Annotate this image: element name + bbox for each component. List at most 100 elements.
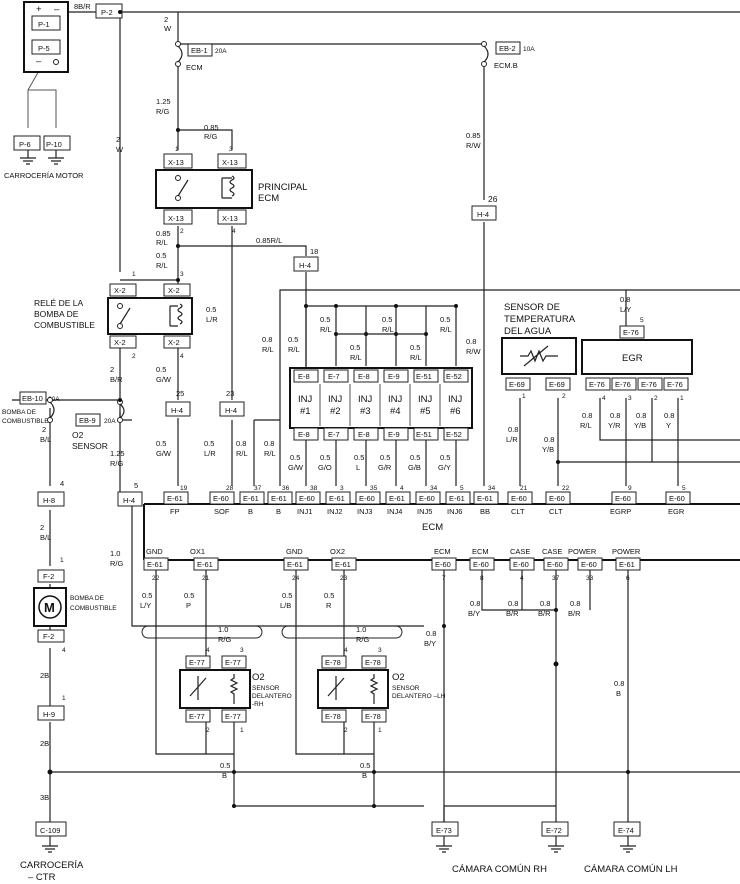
x2-pin4: 4 <box>180 353 184 360</box>
eb1-amp: 20A <box>215 48 227 55</box>
wire-085rl-gauge: 0.85 <box>156 229 171 238</box>
h4-pin18: 18 <box>310 247 318 256</box>
e69-pin1: 1 <box>522 393 526 400</box>
inj5-out-color: G/B <box>408 463 421 472</box>
ecm-unit: ECM 19 E-61 FP 28 E-60 SOF 37 E-61 B 36 … <box>143 485 740 582</box>
inj2-top-conn: E-7 <box>328 372 340 381</box>
svg-text:–: – <box>54 4 60 15</box>
e77-top-left: E-77 <box>189 658 205 667</box>
inj6-out-color: G/Y <box>438 463 451 472</box>
ecm-power2-label: POWER <box>612 547 641 556</box>
ecm-case2-label: CASE <box>542 547 562 556</box>
sensor-temp-1: SENSOR DE <box>504 302 560 313</box>
wire-2bl-gauge: 2 <box>42 425 46 434</box>
ecm-gnd1-label: GND <box>146 547 163 556</box>
o2-lh-sub-1: SENSOR <box>392 685 420 692</box>
wire-2w-left-gauge: 2 <box>116 135 120 144</box>
clt-wire-gauge: 0.8 <box>508 425 518 434</box>
inj3-label: INJ <box>358 394 373 405</box>
o2-lh-label: O2 <box>392 672 405 683</box>
h8-pin4: 4 <box>60 479 64 488</box>
ox1-wire-color: P <box>186 601 191 610</box>
wire-08rw-gauge: 0.8 <box>466 337 476 346</box>
e77-pin3: 3 <box>240 647 244 654</box>
ecm1-wire-gauge: 0.8 <box>426 629 436 638</box>
h4-fp-label: H-4 <box>171 406 183 415</box>
e69-left: E-69 <box>509 380 525 389</box>
e76-b2: E-76 <box>615 380 631 389</box>
inj1-out-gauge: 0.5 <box>290 453 300 462</box>
c109-label: C-109 <box>40 826 60 835</box>
bomba-motor-1: BOMBA DE <box>70 595 105 602</box>
e76-top-label: E-76 <box>623 328 639 337</box>
inj5-top-conn: E-51 <box>416 372 432 381</box>
ecm-pin-egrp: EGRP <box>610 507 631 516</box>
x2-pin2: 2 <box>132 353 136 360</box>
wire-3b-gauge: 3B <box>40 793 49 802</box>
clt-wire-color: L/R <box>506 435 518 444</box>
e76-top-connector <box>619 325 645 339</box>
wire-8br-label: 8B/R <box>74 2 91 11</box>
egr-y-gauge: 0.8 <box>664 411 674 420</box>
e72-label: E-72 <box>546 826 562 835</box>
ecm-pin3: 3 <box>340 485 344 492</box>
ecm-conn-sof: E-60 <box>213 494 229 503</box>
fp-wire-color: G/W <box>156 449 172 458</box>
ecm-gnd2-label: GND <box>286 547 303 556</box>
e78-pin2: 2 <box>344 727 348 734</box>
h8-connector <box>37 491 65 507</box>
x13-bottom-right: X-13 <box>222 214 238 223</box>
ecm-conn-egrp: E-60 <box>615 494 631 503</box>
inj5-number: #5 <box>420 406 431 417</box>
ox1-wire-gauge: 0.5 <box>184 591 194 600</box>
e76-b3: E-76 <box>641 380 657 389</box>
ecm-pin-bb: BB <box>480 507 490 516</box>
inj4-bot-conn: E-9 <box>388 430 400 439</box>
inj2-label: INJ <box>328 394 343 405</box>
ecm-pin37: 37 <box>254 485 262 492</box>
h9-pin: 1 <box>62 695 66 702</box>
ecm-pin-ox2: 23 <box>340 575 348 582</box>
gnd2-wire-gauge: 0.5 <box>282 591 292 600</box>
b1-wire-gauge: 0.8 <box>236 439 246 448</box>
wire-08rl-color: R/L <box>262 345 274 354</box>
ecm-pin38: 38 <box>310 485 318 492</box>
eb10-bomba-1: BOMBA DE <box>2 409 37 416</box>
e78-pin1: 1 <box>378 727 382 734</box>
inj1-bot-conn: E-8 <box>298 430 310 439</box>
e76-pin5: 5 <box>640 317 644 324</box>
ecm-conn-bb: E-61 <box>477 494 493 503</box>
ecm1-wire-color: B/Y <box>424 639 436 648</box>
inj6-number: #6 <box>450 406 461 417</box>
e77-pin1: 1 <box>240 727 244 734</box>
p6-connector <box>13 135 41 151</box>
ecm-pin-b1: B <box>248 507 253 516</box>
ecm-conn-power2: E-61 <box>619 560 635 569</box>
h4-connector-fp <box>165 401 191 417</box>
ecm-pin35: 35 <box>370 485 378 492</box>
inj6-out-gauge: 0.5 <box>440 453 450 462</box>
ecm-pin19: 19 <box>180 485 188 492</box>
p1-label: P-1 <box>38 20 50 29</box>
shield-rh <box>141 625 263 639</box>
bomba-motor-2: COMBUSTIBLE <box>70 605 117 612</box>
e78-top-left: E-78 <box>325 658 341 667</box>
clt2-wire-gauge: 0.8 <box>544 435 554 444</box>
e77-pin4: 4 <box>206 647 210 654</box>
ecm-main-label: ECM <box>422 522 443 533</box>
ecm-conn-ox2: E-61 <box>335 560 351 569</box>
o2-label-2: SENSOR <box>72 441 108 451</box>
ecm-conn-b1: E-61 <box>243 494 259 503</box>
e78-top-right: E-78 <box>365 658 381 667</box>
h4-connector-ecmb <box>471 205 497 221</box>
o2-sensor-rh: 4 3 E-77 E-77 E-77 E-77 2 1 <box>179 647 251 734</box>
x2-top-right: X-2 <box>168 286 180 295</box>
ecm-case1-label: CASE <box>510 547 530 556</box>
power2-wire-color: B <box>616 689 621 698</box>
ecm-b-fuse-label: ECM.B <box>494 61 518 70</box>
ecm-pin-inj5: INJ5 <box>417 507 432 516</box>
egr-yb-color: Y/B <box>634 421 646 430</box>
rele-label-1: RELÉ DE LA <box>34 298 83 308</box>
f2-bottom-pin: 4 <box>62 647 66 654</box>
